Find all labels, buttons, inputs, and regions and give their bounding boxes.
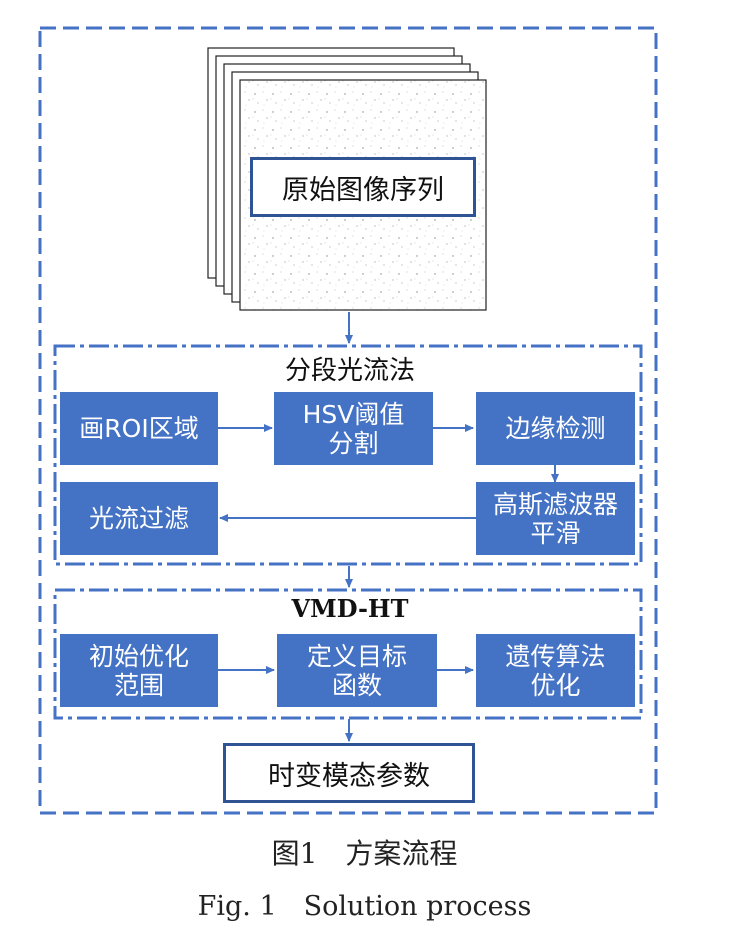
caption-cn: 图1 方案流程 bbox=[271, 837, 458, 870]
stage1-title: 分段光流法 bbox=[284, 356, 415, 386]
step-genetic-algorithm: 遗传算法 优化 bbox=[476, 634, 635, 707]
step-edge-detection: 边缘检测 bbox=[476, 392, 635, 465]
caption-en: Fig. 1 Solution process bbox=[197, 891, 532, 922]
step-initial-range: 初始优化 范围 bbox=[60, 634, 218, 707]
step-objective-function: 定义目标 函数 bbox=[277, 634, 437, 707]
outer-frame bbox=[38, 26, 658, 815]
step-hsv-threshold: HSV阈值 分割 bbox=[274, 392, 433, 465]
input-label: 原始图像序列 bbox=[282, 174, 444, 206]
step-roi: 画ROI区域 bbox=[60, 392, 218, 465]
output-label-box: 时变模态参数 bbox=[223, 743, 475, 803]
stage2-frame bbox=[53, 588, 643, 720]
input-label-box: 原始图像序列 bbox=[250, 157, 476, 217]
stage1-frame bbox=[53, 344, 643, 566]
step-gaussian-smoothing: 高斯滤波器 平滑 bbox=[476, 482, 635, 555]
step-optical-flow-filter: 光流过滤 bbox=[60, 482, 218, 555]
stage2-title: VMD-HT bbox=[291, 594, 409, 623]
output-label: 时变模态参数 bbox=[268, 760, 430, 792]
